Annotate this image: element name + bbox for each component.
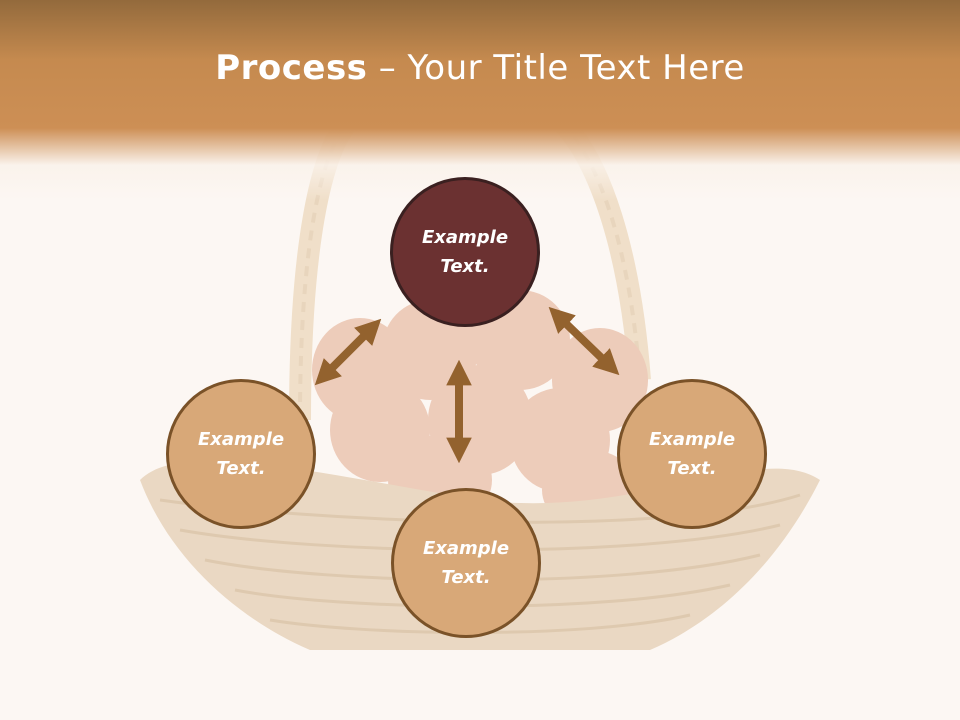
- node-left: Example Text.: [166, 379, 316, 529]
- arrow-right: [548, 306, 620, 376]
- node-center-top: Example Text.: [390, 177, 540, 327]
- slide-title: Process – Your Title Text Here: [0, 48, 960, 88]
- title-banner: [0, 0, 960, 200]
- node-bottom: Example Text.: [391, 488, 541, 638]
- arrow-left: [314, 318, 382, 386]
- node-right: Example Text.: [617, 379, 767, 529]
- title-bold: Process: [215, 48, 368, 88]
- title-rest: – Your Title Text Here: [367, 48, 745, 88]
